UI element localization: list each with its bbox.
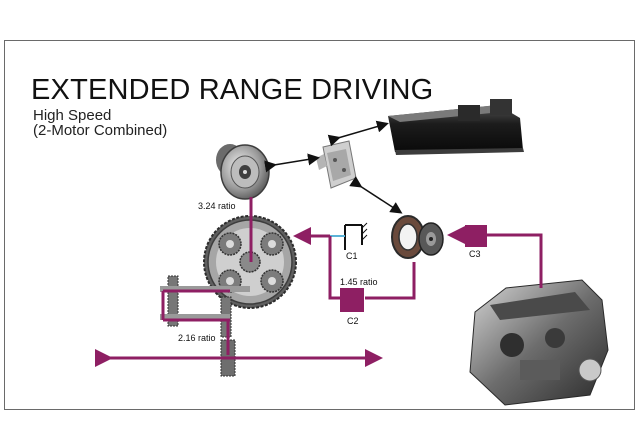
subtitle-mode: High Speed bbox=[33, 107, 112, 124]
label-clutch-c1: C1 bbox=[346, 251, 358, 261]
label-clutch-c3: C3 bbox=[469, 249, 481, 259]
power-flow-path bbox=[95, 197, 543, 367]
subtitle-detail: (2-Motor Combined) bbox=[33, 122, 168, 139]
diagram-frame bbox=[4, 40, 635, 410]
clutch-c3 bbox=[465, 225, 487, 247]
label-clutch-c2: C2 bbox=[347, 316, 359, 326]
clutch-c2 bbox=[340, 288, 364, 312]
motor-a-generator bbox=[216, 144, 270, 200]
motor-b bbox=[391, 215, 444, 259]
page-title: EXTENDED RANGE DRIVING bbox=[31, 74, 434, 106]
power-inverter-module bbox=[316, 140, 357, 189]
label-ratio-324: 3.24 ratio bbox=[198, 201, 236, 211]
electrical-connection-arrows bbox=[264, 120, 403, 214]
label-ratio-145: 1.45 ratio bbox=[340, 277, 378, 287]
label-ratio-216: 2.16 ratio bbox=[178, 333, 216, 343]
combustion-engine bbox=[469, 279, 609, 406]
battery-pack bbox=[388, 99, 524, 155]
